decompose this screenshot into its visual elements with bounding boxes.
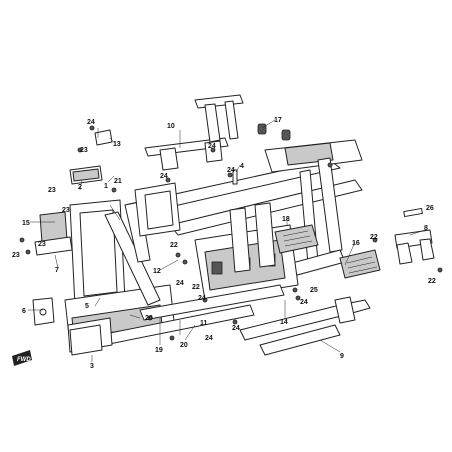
callout-22-far-right: 22 <box>428 278 436 285</box>
callout-1: 1 <box>104 183 108 190</box>
callout-24-i: 24 <box>300 299 308 306</box>
front-bracket-2 <box>69 165 103 185</box>
callout-18: 18 <box>282 216 290 223</box>
side-mount-15 <box>34 211 73 256</box>
callout-23-lower: 23 <box>38 241 46 248</box>
callout-25: 25 <box>310 287 318 294</box>
callout-12: 12 <box>153 268 161 275</box>
callout-7: 7 <box>55 267 59 274</box>
callout-16: 16 <box>352 240 360 247</box>
footrest-plate-18 <box>274 224 319 254</box>
callout-26: 26 <box>426 205 434 212</box>
callout-24-b: 24 <box>160 173 168 180</box>
leader-lines <box>28 119 426 362</box>
small-bracket-13 <box>94 128 113 146</box>
callout-23-left: 23 <box>12 252 20 259</box>
callout-22-right: 22 <box>370 234 378 241</box>
callout-23-top: 23 <box>80 147 88 154</box>
callout-2: 2 <box>78 184 82 191</box>
bracket-6 <box>32 297 55 326</box>
callout-20-left: 20 <box>145 315 153 322</box>
callout-20-right: 20 <box>180 342 188 349</box>
callouts: 1 2 3 4 5 6 7 8 9 10 11 12 13 14 15 16 1… <box>12 117 436 370</box>
forward-mark-text: FWD <box>17 357 31 363</box>
forward-direction-mark: FWD <box>12 350 32 366</box>
callout-22-lower: 22 <box>192 284 200 291</box>
callout-6: 6 <box>22 308 26 315</box>
callout-11: 11 <box>200 320 208 327</box>
callout-24-h: 24 <box>232 325 240 332</box>
callout-10: 10 <box>167 123 175 130</box>
callout-21: 21 <box>114 178 122 185</box>
rear-bracket-9 <box>239 296 371 356</box>
callout-24-e: 24 <box>176 280 184 287</box>
callout-15: 15 <box>22 220 30 227</box>
callout-13: 13 <box>113 141 121 148</box>
callout-24-c: 24 <box>208 143 216 150</box>
front-lower-3 <box>69 324 103 356</box>
footrest-plate-16 <box>339 249 381 279</box>
upper-bracket-bar <box>144 94 244 171</box>
callout-24-g: 24 <box>205 335 213 342</box>
callout-24-d: 24 <box>227 167 235 174</box>
callout-9: 9 <box>340 353 344 360</box>
callout-17: 17 <box>274 117 282 124</box>
callout-24-a: 24 <box>87 119 95 126</box>
pin-26 <box>403 207 423 218</box>
bushings-17 <box>257 123 291 141</box>
hitch-bracket-8 <box>394 229 435 265</box>
main-frame <box>64 139 363 353</box>
callout-24-f: 24 <box>198 295 206 302</box>
callout-8: 8 <box>424 225 428 232</box>
fasteners <box>19 125 443 341</box>
callout-14: 14 <box>280 319 288 326</box>
callout-23-inner: 23 <box>62 207 70 214</box>
callout-4: 4 <box>240 163 244 170</box>
bolt-4 <box>232 169 238 185</box>
callout-5: 5 <box>85 303 89 310</box>
callout-23-mid: 23 <box>48 187 56 194</box>
callout-3: 3 <box>90 363 94 370</box>
callout-22-center: 22 <box>170 242 178 249</box>
callout-19: 19 <box>155 347 163 354</box>
